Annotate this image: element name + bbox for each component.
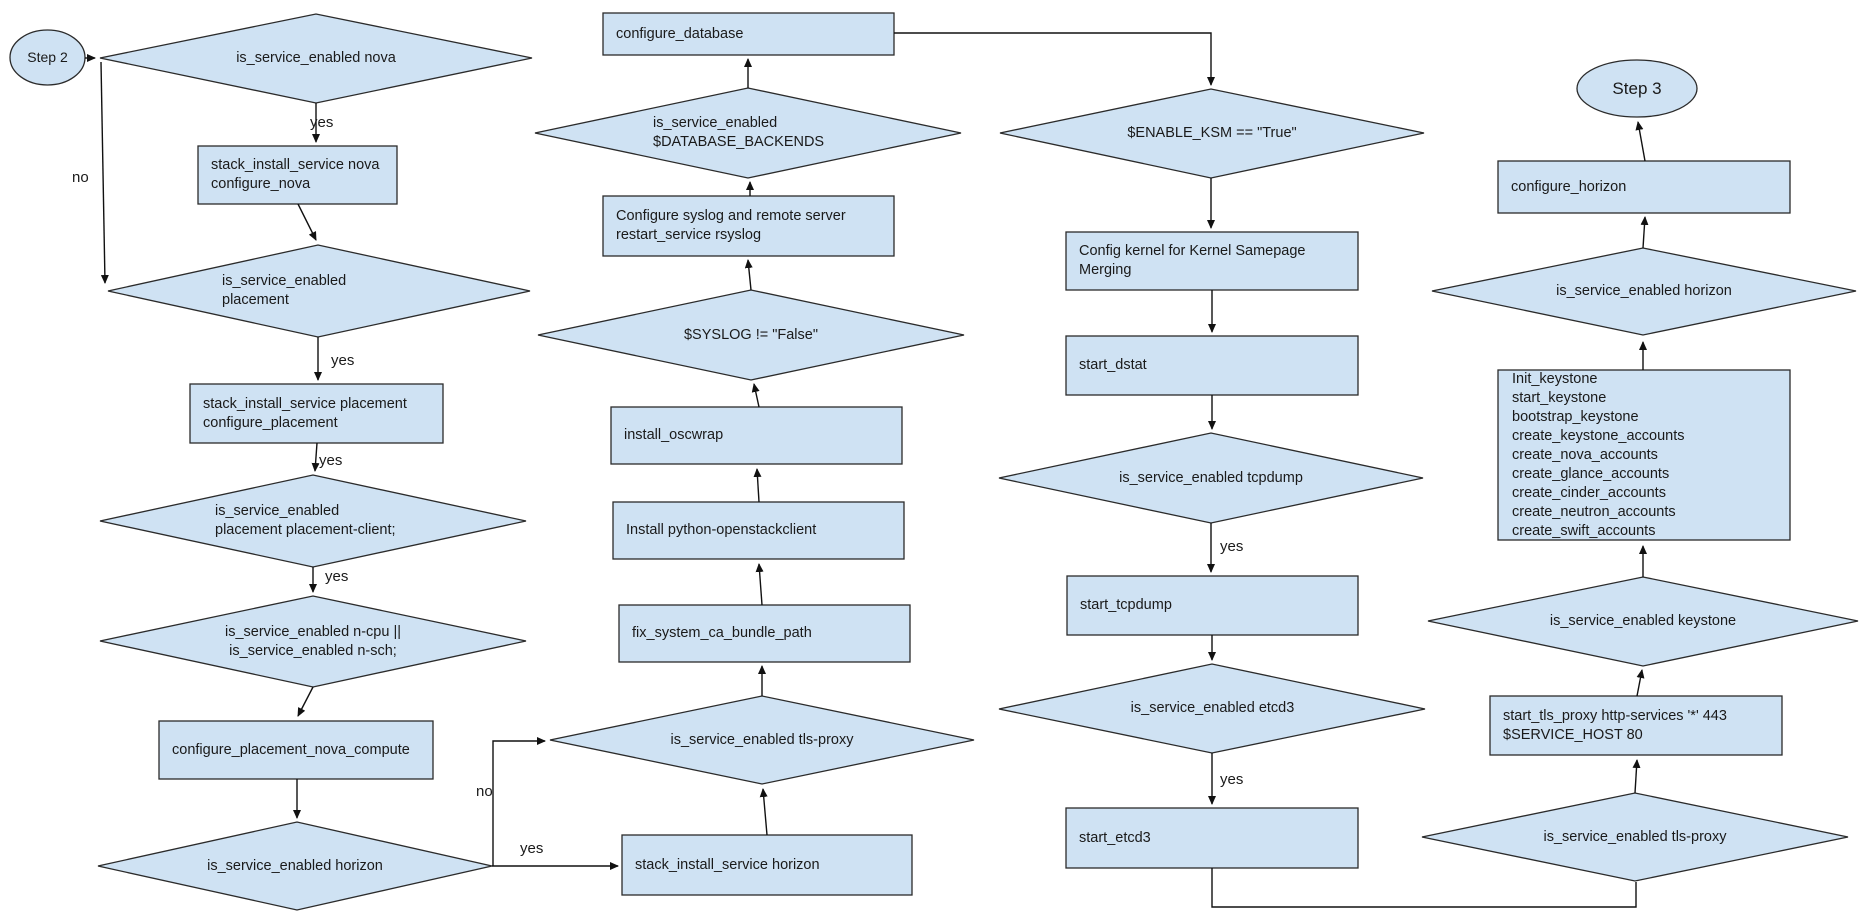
edge-syslog-check-to-configure-syslog — [744, 259, 753, 291]
decision-tcpdump — [998, 432, 1424, 524]
edge-label-pclient-yes: yes — [325, 568, 349, 585]
edge-stack-placement-to-pclient — [311, 442, 320, 472]
label-decision-nova: is_service_enabled nova — [236, 50, 396, 66]
label-decision-tcpdump: is_service_enabled tcpdump — [1119, 469, 1303, 486]
label-decision-horizon-right: is_service_enabled horizon — [1556, 283, 1732, 299]
decision-etcd3 — [998, 663, 1426, 754]
process-start-etcd3 — [1065, 807, 1359, 869]
process-start-tls-proxy — [1489, 695, 1783, 756]
process-start-tcpdump — [1066, 575, 1359, 636]
label-decision-placement: is_service_enabled placement — [222, 273, 347, 308]
process-stack-install-nova — [197, 145, 398, 205]
edge-label-etcd3-yes: yes — [1220, 771, 1244, 788]
process-fix-system-ca-bundle-path — [618, 604, 911, 663]
label-decision-etcd3: is_service_enabled etcd3 — [1130, 700, 1295, 716]
label-process-install-oscwrap: install_oscwrap — [624, 427, 724, 443]
edge-label-tcpdump-yes: yes — [1220, 538, 1244, 555]
terminator-step3 — [1576, 59, 1698, 118]
process-install-python-openstackclient — [612, 501, 905, 560]
label-decision-ncpu-nsch: is_service_enabled n-cpu || is_service_e… — [225, 623, 401, 659]
label-decision-keystone: is_service_enabled keystone — [1549, 613, 1737, 629]
decision-keystone — [1427, 576, 1859, 667]
edge-configure-database-to-ksm — [894, 32, 1215, 86]
label-decision-tls-proxy-mid: is_service_enabled tls-proxy — [670, 731, 854, 748]
label-step3: Step 3 — [1612, 79, 1662, 98]
label-process-start-etcd3: start_etcd3 — [1079, 829, 1151, 846]
edge-label-horizon-yes: yes — [520, 840, 544, 857]
label-process-start-tls-proxy: start_tls_proxy http-services '*' 443 $S… — [1503, 707, 1727, 743]
edge-horizon-no-to-tls-proxy — [492, 737, 546, 866]
decision-ncpu-nsch — [99, 595, 527, 688]
label-decision-tls-proxy-right: is_service_enabled tls-proxy — [1543, 828, 1727, 845]
label-decision-database-backends: is_service_enabled $DATABASE_BACKENDS — [653, 115, 825, 150]
edge-label-horizon-no: no — [476, 783, 493, 800]
edge-stack-horizon-to-tls-proxy — [759, 788, 768, 836]
label-decision-horizon-left: is_service_enabled horizon — [207, 857, 383, 874]
decision-placement-client — [99, 474, 527, 568]
process-keystone-block — [1497, 369, 1791, 541]
decision-syslog — [537, 289, 965, 381]
edge-install-osc-to-oscwrap — [753, 468, 762, 503]
decision-enable-ksm — [999, 88, 1425, 179]
process-configure-horizon — [1497, 160, 1791, 214]
decision-placement — [107, 244, 531, 338]
label-process-stack-install-nova: stack_install_service nova configure_nov… — [211, 157, 380, 192]
edge-label-nova-yes: yes — [310, 114, 334, 131]
label-decision-syslog: $SYSLOG != "False" — [683, 326, 818, 343]
label-decision-placement-client: is_service_enabled placement placement-c… — [215, 503, 396, 538]
label-process-configure-database: configure_database — [616, 25, 744, 42]
label-process-stack-install-placement: stack_install_service placement configur… — [203, 395, 407, 431]
label-process-configure-horizon: configure_horizon — [1511, 178, 1627, 195]
edge-start-tls-proxy-to-keystone-check — [1636, 669, 1645, 697]
label-process-start-tcpdump: start_tcpdump — [1080, 597, 1172, 613]
process-configure-syslog — [602, 195, 895, 257]
label-process-keystone-block: Init_keystone start_keystone bootstrap_k… — [1512, 370, 1685, 539]
process-stack-install-placement — [189, 383, 444, 444]
label-process-config-kernel-ksm: Config kernel for Kernel Samepage Mergin… — [1079, 243, 1306, 278]
label-step2: Step 2 — [27, 49, 68, 65]
edge-ncpu-to-cpnc — [297, 686, 314, 717]
process-configure-placement-nova-compute — [158, 720, 434, 780]
process-config-kernel-ksm — [1065, 231, 1359, 291]
decision-horizon-right — [1431, 247, 1857, 336]
decision-tls-proxy-right — [1421, 792, 1849, 882]
edge-fix-ca-to-install-osc — [755, 563, 764, 606]
edge-nova-no-to-placement — [100, 61, 109, 284]
decision-tls-proxy-mid — [549, 695, 975, 785]
edge-horizon-right-to-configure-horizon — [1640, 216, 1649, 249]
decision-database-backends — [534, 87, 962, 179]
label-process-stack-install-horizon: stack_install_service horizon — [635, 856, 820, 873]
edge-tls-proxy-right-to-start-tls-proxy — [1632, 759, 1641, 794]
label-process-start-dstat: start_dstat — [1079, 357, 1147, 373]
label-process-configure-placement-nova-compute: configure_placement_nova_compute — [172, 741, 410, 758]
process-configure-database — [602, 12, 895, 56]
decision-nova — [99, 13, 533, 104]
label-decision-enable-ksm: $ENABLE_KSM == "True" — [1127, 125, 1297, 141]
edge-configure-horizon-to-step3 — [1635, 121, 1646, 162]
label-process-fix-system-ca-bundle-path: fix_system_ca_bundle_path — [632, 625, 812, 641]
process-start-dstat — [1065, 335, 1359, 396]
edge-label-placement-yes: yes — [331, 352, 355, 369]
edge-stack-nova-to-placement — [297, 203, 317, 241]
label-process-configure-syslog: Configure syslog and remote server resta… — [616, 208, 846, 243]
edge-label-nova-no: no — [72, 169, 89, 186]
process-install-oscwrap — [610, 406, 903, 465]
edge-oscwrap-to-syslog-check — [751, 383, 760, 408]
edge-start-etcd3-to-tls-proxy-right — [1211, 868, 1637, 908]
edge-label-placement-install-yes: yes — [319, 452, 343, 469]
label-process-install-python-openstackclient: Install python-openstackclient — [626, 522, 817, 538]
